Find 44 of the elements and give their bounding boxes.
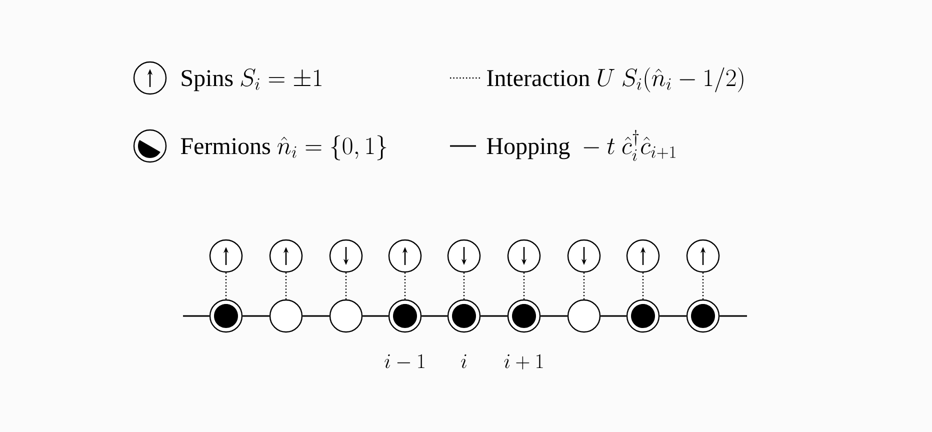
site-index: $i - 1$ xyxy=(384,354,424,368)
hopping-line xyxy=(302,315,330,317)
interaction-line xyxy=(642,272,644,300)
hopping-line xyxy=(720,315,747,317)
interaction-line xyxy=(523,272,525,300)
legend-text: $\text{Spins } S_i = \pm 1$ xyxy=(182,68,322,92)
interaction-line xyxy=(345,272,347,300)
empty-site-circle xyxy=(329,299,363,333)
spin-circle xyxy=(388,239,422,273)
spin-circle xyxy=(269,239,303,273)
filled-site-circle xyxy=(626,299,660,333)
interaction-line xyxy=(225,272,227,300)
hopping-line xyxy=(480,315,508,317)
hopping-line xyxy=(422,315,448,317)
filled-site-circle xyxy=(209,299,243,333)
filled-site-circle xyxy=(507,299,541,333)
interaction-line xyxy=(463,272,465,300)
legend-text: $\text{Fermions } \hat{n}_i = \{0, 1\}$ xyxy=(180,135,386,160)
spin-circle xyxy=(507,239,541,273)
spin-circle xyxy=(329,239,363,273)
hopping-line xyxy=(600,315,626,317)
hopping-line xyxy=(660,315,686,317)
hopping-line xyxy=(183,315,210,317)
legend-text: $\text{Interaction } U\ S_i(\hat{n}_i - 1/2)$ xyxy=(487,67,744,92)
spin-circle xyxy=(567,239,601,273)
interaction-line xyxy=(583,272,585,300)
spin-circle xyxy=(447,239,481,273)
empty-site-circle xyxy=(567,299,601,333)
site-index: $i$ xyxy=(461,354,466,368)
interaction-line xyxy=(404,272,406,300)
interaction-line xyxy=(285,272,287,300)
spin-circle xyxy=(626,239,660,273)
hopping-line xyxy=(540,315,568,317)
legend-text: $\text{Hopping } -t\ \hat{c}_i^\dagger \hat{c}_{i+1}$ xyxy=(486,130,676,161)
filled-site-circle xyxy=(447,299,481,333)
spin-circle xyxy=(209,239,243,273)
hopping-line xyxy=(362,315,388,317)
site-index: $i + 1$ xyxy=(504,354,543,370)
spin-circle xyxy=(686,239,720,273)
empty-site-circle xyxy=(269,299,303,333)
filled-site-circle xyxy=(388,299,422,333)
hopping-line xyxy=(242,315,270,317)
filled-site-circle xyxy=(686,299,720,333)
interaction-line xyxy=(702,272,704,300)
